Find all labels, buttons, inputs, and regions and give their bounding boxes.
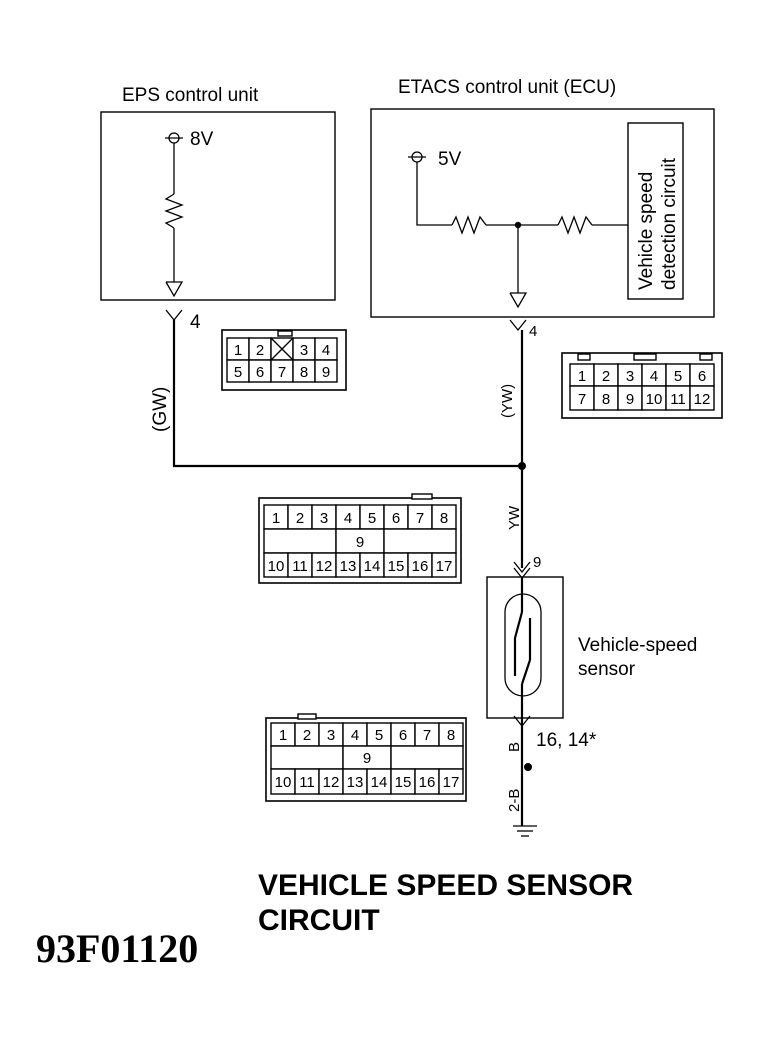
gw-wire bbox=[172, 320, 522, 468]
meter-pin: 7 bbox=[416, 510, 424, 527]
wiring: YW bbox=[172, 320, 526, 568]
meter-pin: 3 bbox=[320, 510, 328, 527]
meter-pin: 16 bbox=[419, 774, 436, 791]
eps-voltage: 8V bbox=[190, 129, 214, 150]
etacs-arrow bbox=[509, 292, 528, 309]
eps-pin: 8 bbox=[300, 364, 308, 381]
etacs-pin: 4 bbox=[650, 368, 658, 385]
meter-pin: 6 bbox=[392, 510, 400, 527]
meter-pin: 12 bbox=[316, 558, 333, 575]
meter-pin: 9 bbox=[356, 534, 364, 551]
eps-resistor bbox=[164, 193, 184, 229]
meter-pin: 17 bbox=[436, 558, 453, 575]
sensor-terminal-top: 9 bbox=[533, 554, 541, 571]
meter-pin: 12 bbox=[323, 774, 340, 791]
meter-pin: 2 bbox=[303, 727, 311, 744]
etacs-pin: 3 bbox=[626, 368, 634, 385]
eps-pin: 1 bbox=[234, 342, 242, 359]
wire-junction bbox=[518, 462, 526, 470]
etacs-pin: 11 bbox=[670, 391, 686, 408]
etacs-pin: 2 bbox=[602, 368, 610, 385]
eps-terminal: 4 bbox=[190, 312, 201, 333]
meter-pin: 2 bbox=[296, 510, 304, 527]
meter-pin: 10 bbox=[275, 774, 292, 791]
etacs-pin: 10 bbox=[646, 391, 663, 408]
sensor-label-2: sensor bbox=[578, 659, 636, 680]
etacs-wire-color: (YW) bbox=[499, 384, 516, 418]
meter-pin: 11 bbox=[292, 558, 308, 575]
meter-connector-lower: 1 2 3 4 5 6 7 8 9 10 11 12 13 14 15 16 1… bbox=[265, 713, 467, 802]
etacs-pin: 12 bbox=[694, 391, 711, 408]
etacs-control-unit: ETACS control unit (ECU) 5V Vehicle spee… bbox=[370, 77, 715, 418]
eps-pin: 6 bbox=[256, 364, 264, 381]
meter-pin: 15 bbox=[395, 774, 412, 791]
eps-box bbox=[100, 111, 336, 301]
ground-junction bbox=[524, 763, 532, 771]
etacs-pin: 1 bbox=[578, 368, 586, 385]
etacs-terminal: 4 bbox=[529, 323, 537, 340]
meter-pin: 13 bbox=[340, 558, 357, 575]
meter-pin: 8 bbox=[440, 510, 448, 527]
etacs-pin: 6 bbox=[698, 368, 706, 385]
meter-pin: 13 bbox=[347, 774, 364, 791]
meter-pin: 3 bbox=[327, 727, 335, 744]
sensor-wire-top: YW bbox=[506, 505, 523, 530]
eps-title: EPS control unit bbox=[122, 85, 259, 106]
sensor-wire-bottom: B bbox=[506, 742, 523, 752]
etacs-voltage: 5V bbox=[438, 149, 462, 170]
meter-pin: 8 bbox=[447, 727, 455, 744]
eps-wire-color: (GW) bbox=[150, 387, 171, 432]
ground-wiring: 16, 14* B 2-B bbox=[506, 715, 597, 837]
eps-pin: 7 bbox=[278, 364, 286, 381]
meter-pin: 5 bbox=[368, 510, 376, 527]
meter-connector-upper: 1 2 3 4 5 6 7 8 9 10 11 12 13 14 15 16 1… bbox=[258, 493, 462, 584]
etacs-pin: 7 bbox=[578, 391, 586, 408]
etacs-resistor-1 bbox=[451, 215, 487, 235]
meter-pin: 10 bbox=[268, 558, 285, 575]
caption-line-1: VEHICLE SPEED SENSOR bbox=[258, 869, 633, 902]
meter-pin: 6 bbox=[399, 727, 407, 744]
etacs-connector: 1 2 3 4 5 6 7 8 9 10 11 12 bbox=[561, 352, 723, 419]
meter-pin: 16 bbox=[412, 558, 429, 575]
meter-pin: 9 bbox=[363, 750, 371, 767]
meter-pin: 4 bbox=[344, 510, 352, 527]
vehicle-speed-sensor: 9 Vehicle-speed sensor bbox=[486, 554, 697, 719]
meter-pin: 15 bbox=[388, 558, 405, 575]
meter-pin: 14 bbox=[371, 774, 388, 791]
eps-connector: 1 2 3 4 5 6 7 8 9 bbox=[221, 329, 347, 391]
eps-pin: 2 bbox=[256, 342, 264, 359]
meter-pin: 4 bbox=[351, 727, 359, 744]
sensor-housing bbox=[486, 576, 564, 719]
etacs-pin: 9 bbox=[626, 391, 634, 408]
meter-pin: 11 bbox=[299, 774, 315, 791]
figure-id: 93F01120 bbox=[36, 926, 198, 971]
ground-wire-label: 2-B bbox=[506, 789, 523, 812]
caption-line-2: CIRCUIT bbox=[258, 904, 380, 937]
meter-pin: 5 bbox=[375, 727, 383, 744]
eps-pin: 5 bbox=[234, 364, 242, 381]
meter-pin: 1 bbox=[279, 727, 287, 744]
sensor-terminal-bottom: 16, 14* bbox=[536, 730, 597, 751]
detection-circuit-label-2: detection circuit bbox=[659, 157, 680, 290]
eps-pin: 3 bbox=[300, 342, 308, 359]
meter-pin: 14 bbox=[364, 558, 381, 575]
eps-pin: 9 bbox=[322, 364, 330, 381]
meter-pin: 7 bbox=[423, 727, 431, 744]
sensor-label-1: Vehicle-speed bbox=[578, 635, 697, 656]
meter-pin: 17 bbox=[443, 774, 460, 791]
detection-circuit-label-1: Vehicle speed bbox=[636, 172, 657, 290]
meter-pin: 1 bbox=[272, 510, 280, 527]
eps-pin: 4 bbox=[322, 342, 330, 359]
etacs-box bbox=[370, 108, 715, 318]
etacs-pin: 5 bbox=[674, 368, 682, 385]
etacs-resistor-2 bbox=[557, 215, 593, 235]
eps-arrow bbox=[165, 281, 184, 298]
etacs-pin: 8 bbox=[602, 391, 610, 408]
etacs-title: ETACS control unit (ECU) bbox=[398, 77, 616, 98]
vehicle-speed-detection-circuit bbox=[627, 122, 684, 300]
eps-control-unit: EPS control unit 8V 4 (GW) bbox=[100, 85, 336, 432]
